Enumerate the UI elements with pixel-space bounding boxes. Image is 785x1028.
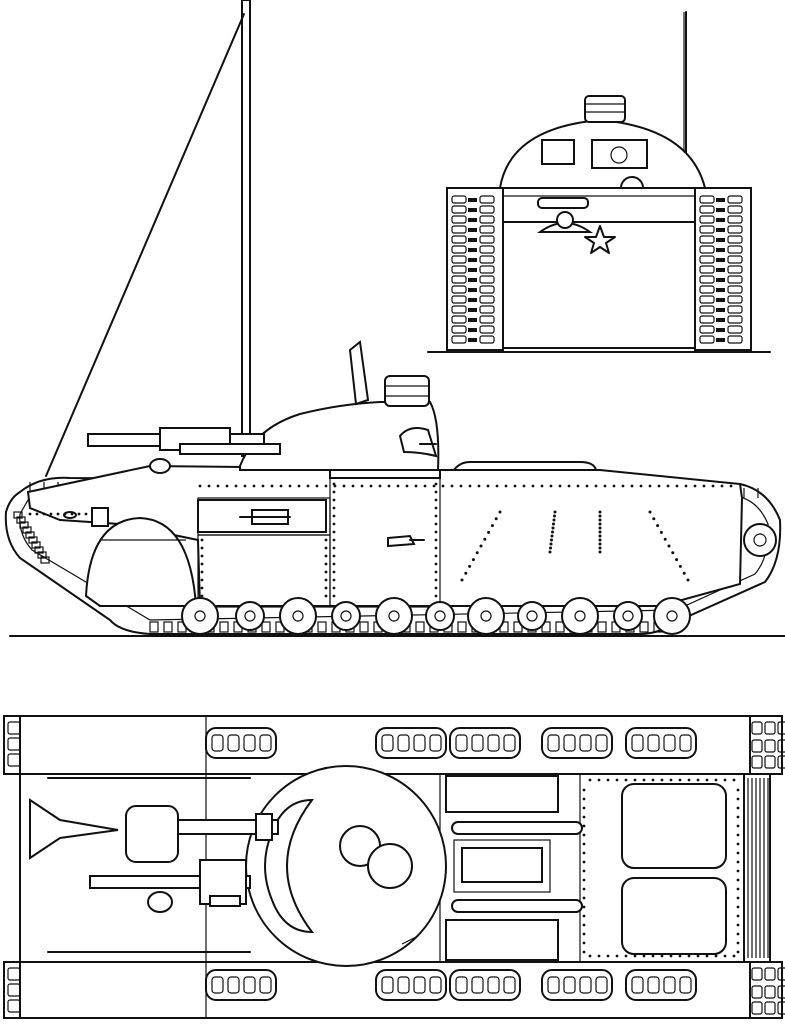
- side-turret: [239, 401, 440, 471]
- top-engine-hatch-1: [621, 783, 727, 869]
- top-view: [3, 715, 785, 1019]
- top-cupola-b: [367, 843, 413, 889]
- side-antenna-mast: [241, 0, 251, 457]
- top-deck-panel-2: [445, 919, 559, 961]
- front-view: [427, 11, 771, 353]
- top-headlight: [147, 891, 173, 913]
- front-cupola: [584, 95, 626, 123]
- front-hull: [499, 187, 697, 349]
- top-deck-panel-1: [445, 775, 559, 813]
- side-view: [4, 0, 785, 637]
- side-antenna-guy-wire: [45, 13, 245, 477]
- front-star-emblem: [584, 225, 616, 254]
- front-mantlet: [591, 139, 648, 169]
- top-deck-panel-3: [461, 847, 543, 883]
- side-mantlet: [398, 427, 438, 458]
- side-cupola: [384, 375, 430, 407]
- side-headlight: [149, 458, 171, 474]
- front-vision-block-left: [541, 139, 575, 165]
- top-engine-hatch-2: [621, 877, 727, 955]
- side-vision-port: [91, 507, 109, 527]
- top-front-nose: [29, 798, 119, 860]
- side-open-hatch: [348, 340, 370, 406]
- side-engine-deck-box: [451, 461, 598, 471]
- top-driver-hatch: [125, 805, 179, 863]
